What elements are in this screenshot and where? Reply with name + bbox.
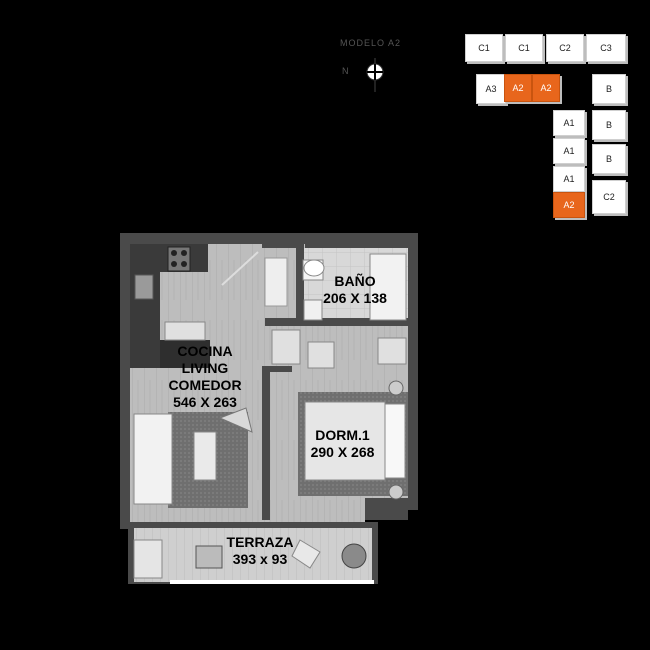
bathroom-label: BAÑO 206 X 138 [305, 273, 405, 307]
bathroom-name: BAÑO [334, 273, 376, 289]
north-letter: N [342, 66, 350, 76]
bedroom-dims: 290 X 268 [310, 444, 375, 460]
keyplan-unit: C3 [586, 34, 626, 62]
keyplan-unit: A1 [553, 166, 585, 192]
keyplan-unit: C1 [505, 34, 543, 62]
bathroom-dims: 206 X 138 [323, 290, 387, 306]
keyplan-unit: A2 [553, 192, 585, 218]
keyplan-unit: B [592, 144, 626, 174]
kitchen-name: COCINA [177, 343, 233, 359]
model-caption: MODELO A2 [340, 38, 402, 48]
keyplan-unit: B [592, 110, 626, 140]
keyplan-unit: C1 [465, 34, 503, 62]
terrace-dims: 393 x 93 [232, 551, 288, 567]
dining-name: COMEDOR [168, 377, 242, 393]
keyplan-unit: A2 [532, 74, 560, 102]
keyplan-unit: A1 [553, 110, 585, 136]
terrace-label: TERRAZA 393 x 93 [210, 534, 310, 568]
keyplan-unit: A1 [553, 138, 585, 164]
keyplan-unit: A2 [504, 74, 532, 102]
bedroom-name: DORM.1 [315, 427, 370, 443]
kitchen-living-dims: 546 X 263 [173, 394, 237, 410]
living-name: LIVING [181, 360, 229, 376]
kitchen-living-label: COCINA LIVING COMEDOR 546 X 263 [150, 343, 260, 411]
keyplan-unit: B [592, 74, 626, 104]
compass-icon [366, 58, 384, 92]
bedroom-label: DORM.1 290 X 268 [290, 427, 395, 461]
keyplan-unit: C2 [592, 180, 626, 214]
keyplan-unit: C2 [546, 34, 584, 62]
terrace-name: TERRAZA [226, 534, 294, 550]
